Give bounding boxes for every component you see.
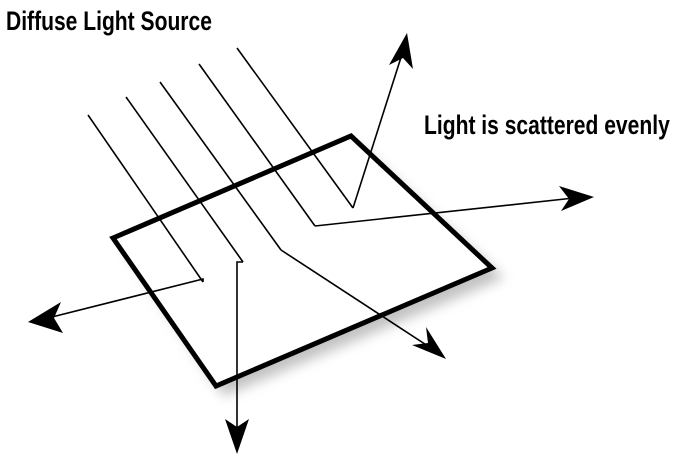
arrowhead-lower-right-icon: [412, 327, 446, 359]
arrowhead-up-icon: [389, 33, 413, 69]
light-scattered-evenly-label: Light is scattered evenly: [424, 112, 670, 139]
diffuse-light-source-label: Diffuse Light Source: [6, 8, 212, 35]
arrowhead-left-icon: [28, 302, 63, 333]
